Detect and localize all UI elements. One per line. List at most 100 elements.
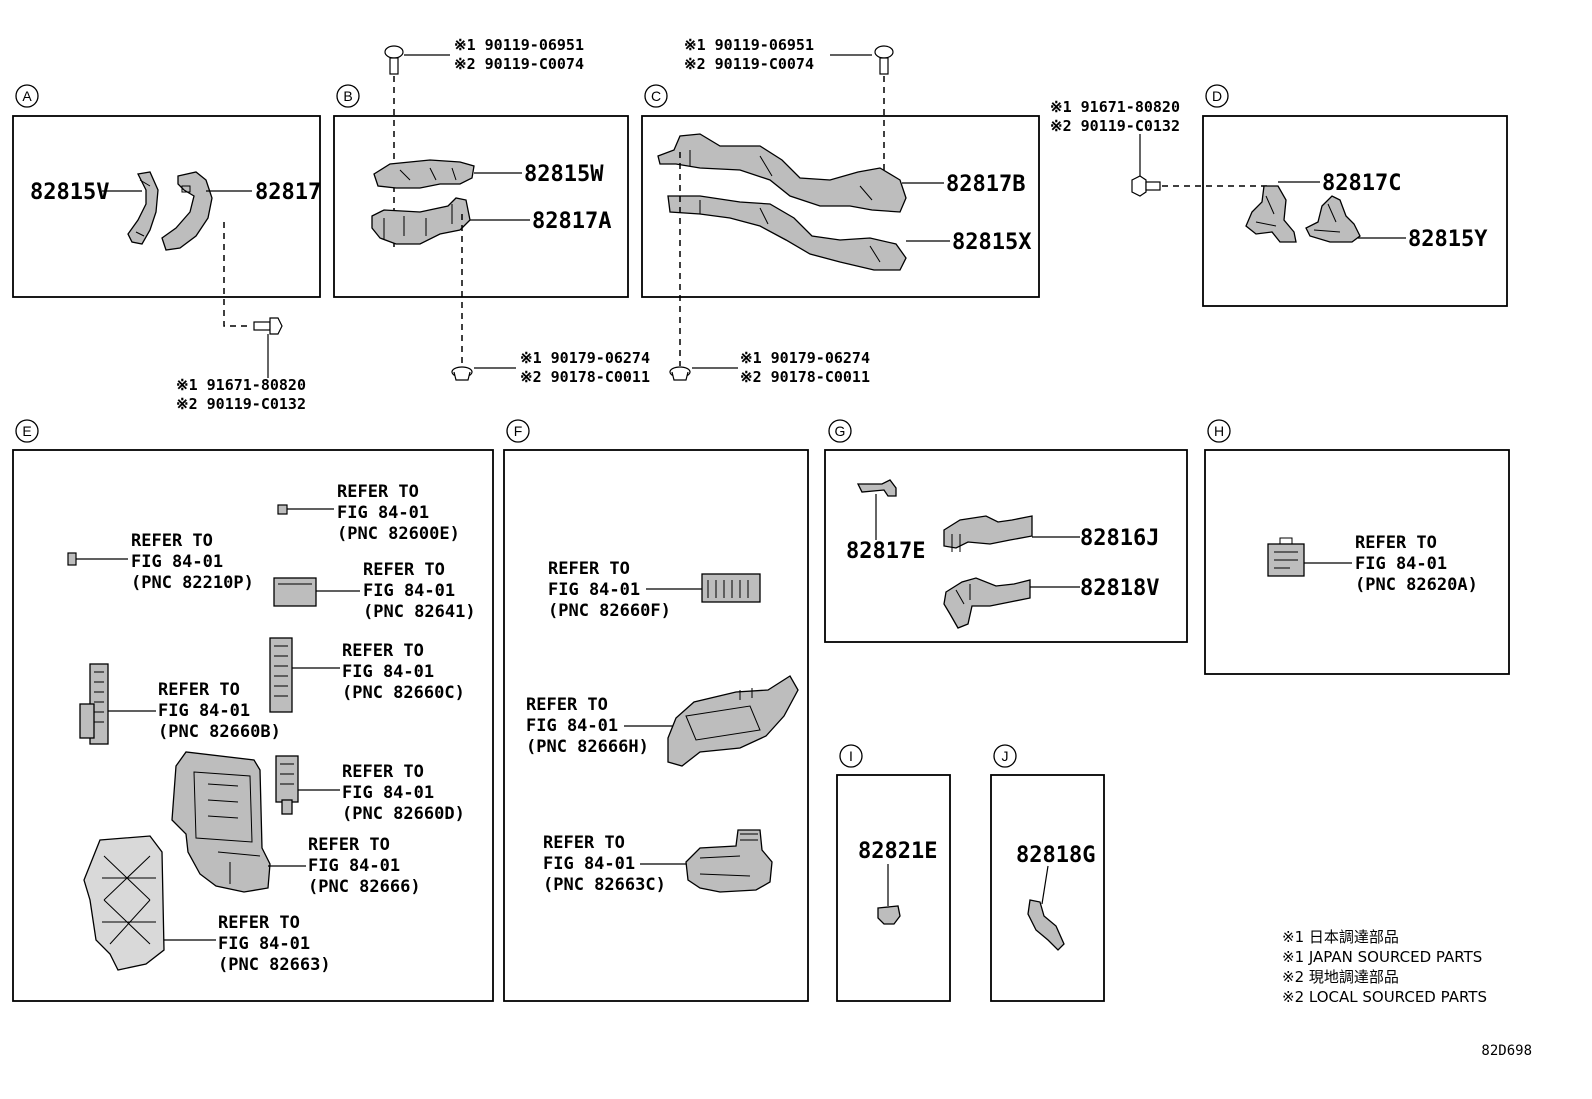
svg-text:D: D (1212, 88, 1222, 104)
refer-82210p-line3: (PNC 82210P) (131, 573, 254, 593)
section-i-box (836, 774, 951, 1002)
legend-line-3: ※2 現地調達部品 (1282, 968, 1399, 986)
clip-b-code-2: ※2 90178-C0011 (520, 368, 650, 386)
refer-82660f-line1: REFER TO (548, 559, 630, 579)
clip-b-code-1: ※1 90179-06274 (520, 349, 650, 367)
section-d-box (1202, 115, 1508, 307)
part-82817a-shape (371, 197, 471, 245)
refer-82641-line1: REFER TO (363, 560, 445, 580)
clip-c-icon (669, 366, 691, 381)
svg-text:A: A (22, 88, 32, 104)
clip-b-icon (451, 366, 473, 381)
section-f-box (503, 449, 809, 1002)
refer-82660d-line3: (PNC 82660D) (342, 804, 465, 824)
part-82818v-shape (943, 577, 1031, 629)
junction-block-82666-shape (171, 751, 271, 893)
ecu-82620a-shape (1267, 537, 1305, 577)
part-label-82818v: 82818V (1080, 576, 1159, 601)
refer-82660b-line1: REFER TO (158, 680, 240, 700)
part-label-82815x: 82815X (952, 230, 1031, 255)
refer-82666-line2: FIG 84-01 (308, 856, 400, 876)
part-82821e-shape (877, 905, 901, 925)
refer-82660f-line2: FIG 84-01 (548, 580, 640, 600)
refer-82210p-line1: REFER TO (131, 531, 213, 551)
section-j-box (990, 774, 1105, 1002)
part-82815v-shape (127, 171, 159, 245)
section-g-box (824, 449, 1188, 643)
section-i-marker: I (839, 744, 863, 768)
bolt-c-code-1: ※1 90119-06951 (684, 36, 814, 54)
refer-82641-line2: FIG 84-01 (363, 581, 455, 601)
bolt-b-code-2: ※2 90119-C0074 (454, 55, 584, 73)
refer-82660c-line1: REFER TO (342, 641, 424, 661)
connector-82600e-shape (277, 504, 288, 515)
refer-82660c-line3: (PNC 82660C) (342, 683, 465, 703)
part-82817-shape (161, 171, 213, 251)
refer-82660f-line3: (PNC 82660F) (548, 601, 671, 621)
part-label-82818g: 82818G (1016, 843, 1095, 868)
refer-82210p-line2: FIG 84-01 (131, 552, 223, 572)
block-82660c-shape (269, 637, 293, 713)
bracket-82666h-shape (667, 675, 799, 767)
part-82817c-shape (1245, 185, 1297, 243)
part-label-82817b: 82817B (946, 172, 1025, 197)
section-j-marker: J (993, 744, 1017, 768)
bolt-b-icon (384, 45, 404, 75)
section-f-marker: F (506, 419, 530, 443)
refer-82660c-line2: FIG 84-01 (342, 662, 434, 682)
refer-82663c-line3: (PNC 82663C) (543, 875, 666, 895)
part-82815x-shape (667, 195, 907, 271)
refer-82600e-line3: (PNC 82600E) (337, 524, 460, 544)
section-a-box (12, 115, 321, 298)
svg-text:I: I (849, 748, 853, 764)
part-label-82817: 82817 (255, 180, 321, 205)
section-b-marker: B (336, 84, 360, 108)
refer-82666-line1: REFER TO (308, 835, 390, 855)
bracket-82663-shape (83, 835, 165, 971)
part-label-82815v: 82815V (30, 180, 109, 205)
section-c-box (641, 115, 1040, 298)
refer-82620a-line3: (PNC 82620A) (1355, 575, 1478, 595)
section-e-marker: E (15, 419, 39, 443)
legend-line-1: ※1 日本調達部品 (1282, 928, 1399, 946)
section-g-marker: G (828, 419, 852, 443)
refer-82663c-line2: FIG 84-01 (543, 854, 635, 874)
part-82817b-shape (657, 133, 907, 213)
part-82816j-shape (943, 515, 1033, 552)
refer-82663c-line1: REFER TO (543, 833, 625, 853)
section-d-marker: D (1205, 84, 1229, 108)
legend-line-2: ※1 JAPAN SOURCED PARTS (1282, 948, 1482, 966)
refer-82660d-line2: FIG 84-01 (342, 783, 434, 803)
svg-text:G: G (835, 423, 846, 439)
part-label-82817a: 82817A (532, 209, 611, 234)
clip-c-code-2: ※2 90178-C0011 (740, 368, 870, 386)
bolt-c-code-2: ※2 90119-C0074 (684, 55, 814, 73)
connector-82210p-shape (67, 552, 77, 566)
block-82660f-shape (701, 573, 761, 603)
legend-line-4: ※2 LOCAL SOURCED PARTS (1282, 988, 1487, 1006)
refer-82600e-line1: REFER TO (337, 482, 419, 502)
refer-82663-line2: FIG 84-01 (218, 934, 310, 954)
bolt-d-code-2: ※2 90119-C0132 (1050, 117, 1180, 135)
svg-text:J: J (1002, 748, 1009, 764)
svg-text:F: F (514, 423, 523, 439)
refer-82666h-line1: REFER TO (526, 695, 608, 715)
part-label-82817c: 82817C (1322, 171, 1401, 196)
refer-82666h-line3: (PNC 82666H) (526, 737, 649, 757)
section-h-box (1204, 449, 1510, 675)
svg-text:E: E (22, 423, 31, 439)
section-h-marker: H (1207, 419, 1231, 443)
section-e-box (12, 449, 494, 1002)
refer-82641-line3: (PNC 82641) (363, 602, 476, 622)
section-b-box (333, 115, 629, 298)
svg-text:C: C (651, 88, 661, 104)
block-82660b-shape (79, 663, 109, 745)
refer-82666-line3: (PNC 82666) (308, 877, 421, 897)
section-a-marker: A (15, 84, 39, 108)
refer-82620a-line1: REFER TO (1355, 533, 1437, 553)
bolt-d-icon (1131, 175, 1161, 197)
part-82815w-shape (373, 159, 475, 189)
refer-82660b-line2: FIG 84-01 (158, 701, 250, 721)
refer-82600e-line2: FIG 84-01 (337, 503, 429, 523)
